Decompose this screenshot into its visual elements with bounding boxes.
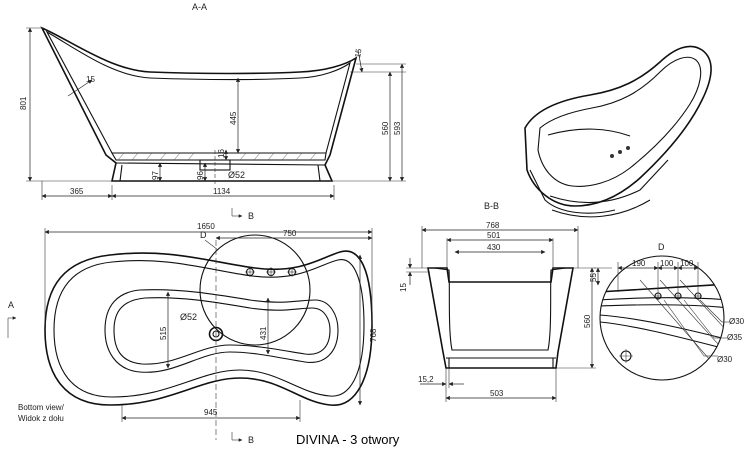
aa-dim-1134: 1134 <box>213 187 231 196</box>
plan-dim-945: 945 <box>204 408 218 417</box>
bb-dim-15-2: 15,2 <box>418 375 434 384</box>
aa-dim-16: 16 <box>217 149 226 158</box>
aa-dim-15-wall: 15 <box>86 75 95 84</box>
section-marker-b-bottom: B <box>248 435 254 445</box>
d-hole-30a: Ø30 <box>729 317 745 326</box>
bb-dim-768: 768 <box>486 221 500 230</box>
aa-dim-593: 593 <box>393 121 402 135</box>
d-dim-190: 190 <box>632 259 646 268</box>
plan-dim-1650: 1650 <box>197 222 215 231</box>
plan-dim-515: 515 <box>159 326 168 340</box>
aa-dim-drain: Ø52 <box>228 170 245 180</box>
section-a-a: A-A 801 15 15 445 <box>19 2 406 200</box>
plan-dim-drain: Ø52 <box>180 312 197 322</box>
bb-dim-501: 501 <box>487 231 501 240</box>
aa-dim-365: 365 <box>70 187 84 196</box>
bb-dim-15: 15 <box>399 283 408 292</box>
d-hole-30b: Ø30 <box>717 355 733 364</box>
section-marker-b-top: B <box>248 211 254 221</box>
aa-dim-97: 97 <box>151 171 160 180</box>
plan-dim-750: 750 <box>283 229 297 238</box>
section-b-b-label: B-B <box>484 201 499 211</box>
bb-dim-560: 560 <box>583 314 592 328</box>
bottom-view-note-1: Bottom view/ <box>18 403 65 412</box>
detail-d-label: D <box>658 242 665 252</box>
bb-dim-503: 503 <box>490 389 504 398</box>
isometric-view <box>524 45 712 218</box>
drawing-caption: DIVINA - 3 otwory <box>296 432 400 447</box>
plan-view: D Ø52 A B B 1650 750 515 431 <box>7 208 378 445</box>
detail-marker-plan: D <box>200 230 207 240</box>
aa-dim-801: 801 <box>19 96 28 110</box>
d-dim-55: 55 <box>589 273 598 282</box>
d-hole-35: Ø35 <box>727 333 743 342</box>
d-dim-100a: 100 <box>660 259 674 268</box>
plan-dim-768: 768 <box>369 328 378 342</box>
aa-dim-445: 445 <box>229 111 238 125</box>
d-dim-100b: 100 <box>680 259 694 268</box>
aa-dim-15-top: 15 <box>353 47 364 58</box>
section-marker-a: A <box>8 300 14 310</box>
bottom-view-note-2: Widok z dołu <box>18 414 64 423</box>
plan-dim-431: 431 <box>259 326 268 340</box>
detail-d: D 190 100 100 <box>589 242 745 381</box>
section-a-a-label: A-A <box>192 2 207 12</box>
section-b-b: B-B 768 501 430 15 560 15,2 5 <box>399 201 596 402</box>
aa-dim-560: 560 <box>381 121 390 135</box>
aa-dim-96: 96 <box>196 171 205 180</box>
bb-dim-430: 430 <box>487 243 501 252</box>
